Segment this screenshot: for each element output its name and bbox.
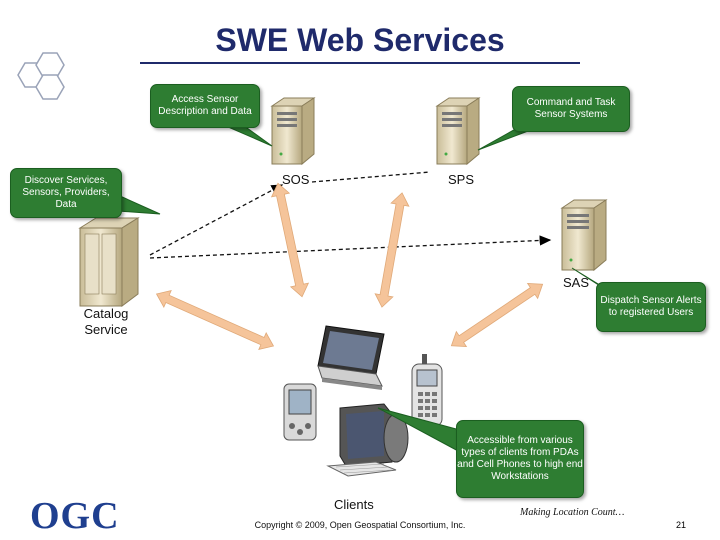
- hexagon-cluster-icon: [17, 52, 65, 100]
- pda-icon: [283, 383, 317, 441]
- callout-tails: [102, 119, 623, 453]
- arrow-clients-sos: [270, 182, 310, 298]
- workstation-icon: [326, 403, 409, 477]
- link-catalog-sas: [149, 235, 552, 259]
- arrow-clients-catalog: [155, 290, 275, 350]
- callout-sps: Command and Task Sensor Systems: [512, 86, 630, 132]
- server-icon: [78, 217, 140, 307]
- callout-clients: Accessible from various types of clients…: [456, 420, 584, 498]
- cell-phone-icon: [411, 354, 443, 427]
- ogc-logo: OGC: [30, 495, 120, 537]
- page-number: 21: [676, 520, 687, 530]
- server-icon: [560, 199, 608, 272]
- callout-sas: Dispatch Sensor Alerts to registered Use…: [596, 282, 706, 332]
- sos-label: SOS: [282, 172, 310, 187]
- link-catalog-sos: [149, 184, 284, 256]
- callout-sos: Access Sensor Description and Data: [150, 84, 260, 128]
- title-underline: [140, 62, 580, 64]
- access-arrows: [155, 182, 544, 350]
- server-icon: [435, 97, 481, 166]
- sas-label: SAS: [563, 275, 590, 290]
- copyright-text: Copyright © 2009, Open Geospatial Consor…: [254, 520, 466, 530]
- clients-label: Clients: [334, 497, 374, 512]
- server-icon: [270, 97, 316, 166]
- laptop-icon: [317, 325, 385, 390]
- slide-title: SWE Web Services: [215, 22, 505, 58]
- arrow-clients-sps: [374, 192, 410, 308]
- sps-label: SPS: [448, 172, 475, 187]
- tagline: Making Location Count…: [520, 507, 625, 518]
- callout-catalog: Discover Services, Sensors, Providers, D…: [10, 168, 122, 218]
- dashed-links: [149, 171, 552, 259]
- catalog-service-label: Catalog Service: [83, 306, 129, 337]
- arrow-clients-sas: [450, 283, 544, 347]
- link-sos-sps: [311, 171, 431, 183]
